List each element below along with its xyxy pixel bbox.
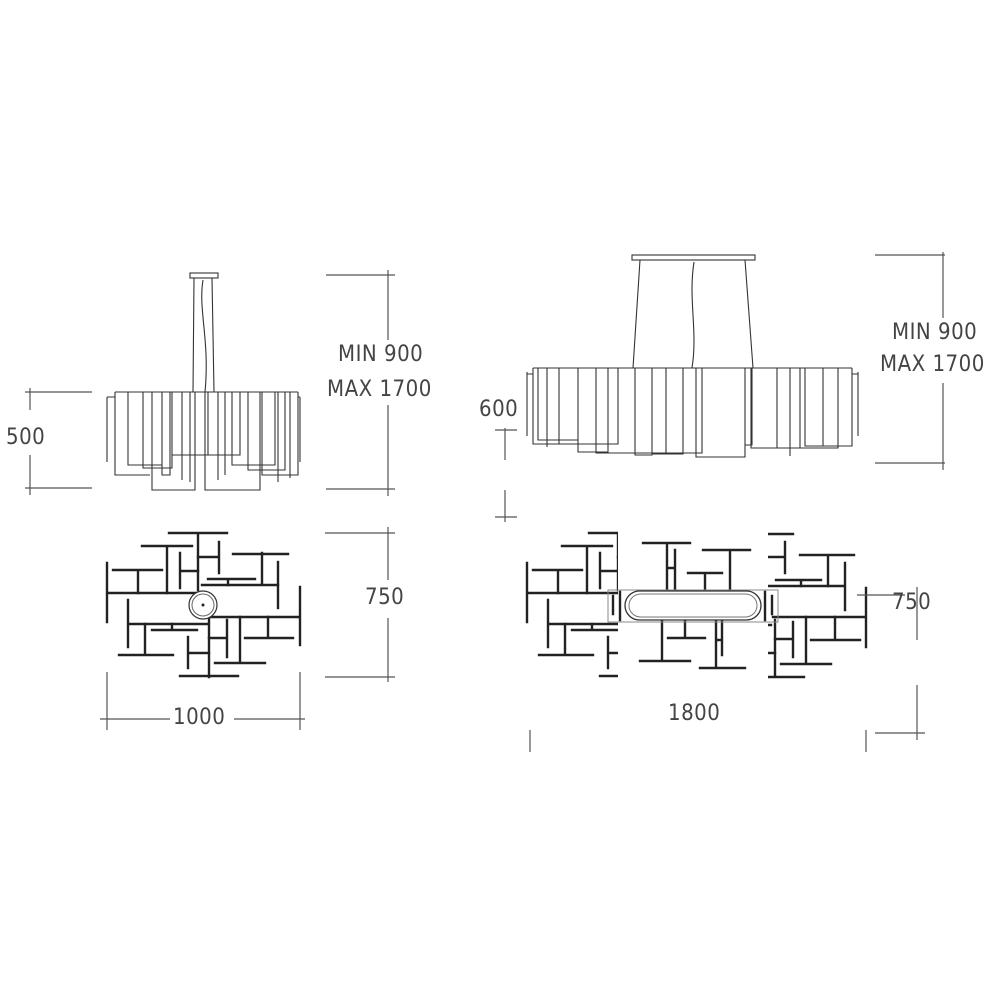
linear-width-dimension: [529, 730, 867, 752]
round-depth-dimension: [325, 527, 395, 682]
linear-height-label: 600: [479, 397, 519, 422]
linear-plan-view: [525, 531, 868, 679]
linear-depth-dimension: [857, 587, 925, 740]
linear-width-label: 1800: [668, 701, 721, 726]
linear-suspension-max-label: MAX 1700: [880, 352, 985, 377]
linear-suspension-dimension: [875, 252, 945, 470]
round-height-dimension: [25, 388, 92, 495]
round-width-dimension: [100, 672, 305, 730]
round-depth-label: 750: [365, 585, 405, 610]
round-plan-view: [105, 531, 302, 679]
linear-depth-label: 750: [892, 590, 932, 615]
linear-suspension-min-label: MIN 900: [892, 320, 978, 345]
round-width-label: 1000: [173, 705, 226, 730]
round-suspension-min-label: MIN 900: [338, 342, 424, 367]
round-elevation-view: [106, 272, 301, 491]
linear-height-dimension: [495, 428, 517, 522]
round-suspension-max-label: MAX 1700: [327, 377, 432, 402]
round-suspension-dimension: [326, 270, 395, 496]
round-height-label: 500: [6, 425, 46, 450]
linear-elevation-view: [526, 254, 859, 458]
